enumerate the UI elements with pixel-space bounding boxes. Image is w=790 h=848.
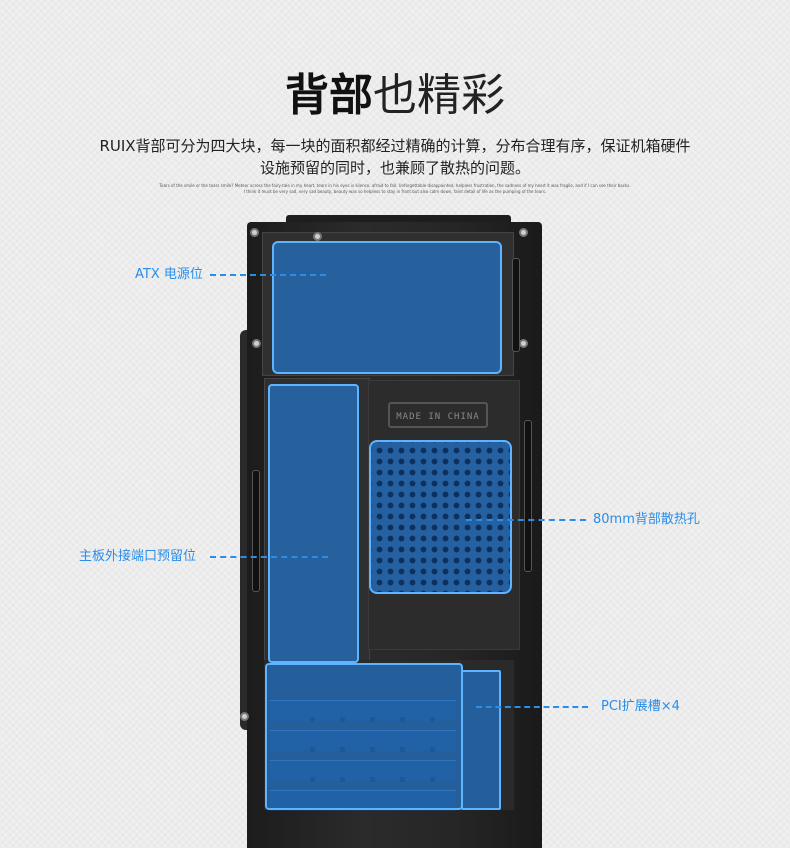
fine-print-line-1: Tears of the smile or the tears smile? M…: [159, 183, 631, 188]
screw-icon: [519, 339, 528, 348]
screw-icon: [252, 339, 261, 348]
callout-io-label: 主板外接端口预留位: [79, 549, 197, 564]
vent-slot: [512, 258, 520, 352]
callout-io-line: [210, 556, 328, 558]
description-line-1: RUIX背部可分为四大块，每一块的面积都经过精确的计算，分布合理有序，保证机箱硬…: [99, 137, 691, 155]
title-light: 也精彩: [373, 70, 505, 121]
callout-psu-line: [210, 274, 326, 276]
page-title: 背部也精彩: [0, 66, 790, 126]
psu-bay-highlight: [272, 241, 502, 374]
callout-psu-label: ATX 电源位: [135, 267, 203, 282]
screw-icon: [250, 228, 259, 237]
callout-pci-label: PCI扩展槽×4: [601, 699, 680, 714]
fine-print-line-2: I think it must be very sad, very sad be…: [243, 189, 547, 194]
pci-bracket-highlight: [461, 670, 501, 810]
made-in-china-stamp: MADE IN CHINA: [388, 402, 488, 428]
screw-icon: [313, 232, 322, 241]
vent-slot: [252, 470, 260, 592]
screw-icon: [519, 228, 528, 237]
callout-fan-line: [466, 519, 586, 521]
pci-slots-highlight: [265, 663, 463, 810]
description-line-2: 设施预留的同时，也兼顾了散热的问题。: [259, 159, 530, 177]
vent-slot: [524, 420, 532, 572]
io-ports-highlight: [268, 384, 359, 663]
screw-icon: [240, 712, 249, 721]
title-bold: 背部: [285, 70, 373, 121]
callout-pci-line: [476, 706, 588, 708]
callout-fan-label: 80mm背部散热孔: [593, 512, 700, 527]
case-top-lip: [286, 215, 511, 225]
fan-vent-highlight: [369, 440, 512, 594]
